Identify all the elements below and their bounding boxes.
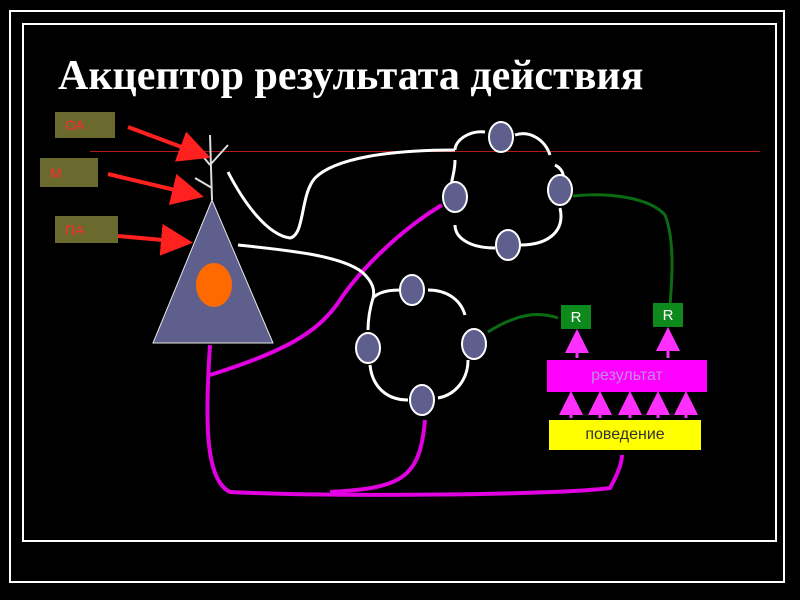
neural-circuit-lower — [355, 274, 487, 416]
input-label-m: М — [40, 158, 98, 187]
efferent-paths — [205, 203, 624, 497]
input-arrows — [107, 125, 211, 256]
slide-title: Акцептор результата действия — [58, 53, 644, 99]
neural-circuit-upper — [442, 121, 573, 261]
input-label-pa: ПА — [55, 216, 118, 243]
pyramidal-neuron — [152, 134, 274, 344]
output-arrows — [559, 327, 698, 418]
feedback-paths — [487, 193, 674, 334]
r-box-2: R — [653, 303, 683, 327]
input-label-oa: ОА — [55, 112, 115, 138]
outer-frame — [9, 10, 785, 583]
behavior-box: поведение — [549, 420, 701, 450]
inner-frame — [22, 23, 777, 542]
nucleus — [196, 263, 232, 307]
result-box: результат — [547, 360, 707, 392]
r-box-1: R — [561, 305, 591, 329]
connections — [226, 148, 456, 299]
